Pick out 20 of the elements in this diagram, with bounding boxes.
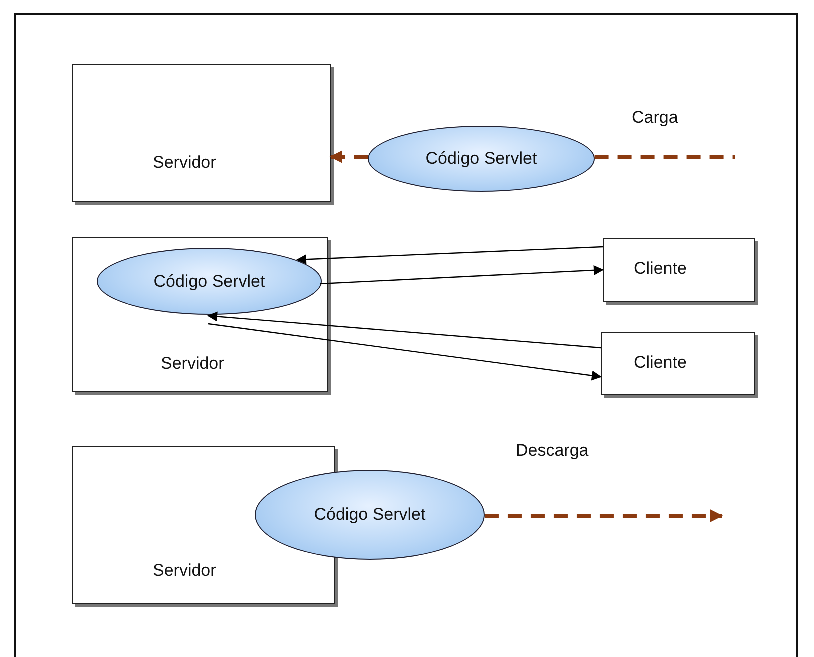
node-label: Servidor xyxy=(153,561,216,581)
arrow xyxy=(484,510,724,522)
arrow xyxy=(330,150,368,164)
process-box xyxy=(601,332,755,395)
arrow xyxy=(320,265,604,285)
process-box xyxy=(72,64,331,202)
process-box xyxy=(603,238,755,302)
node-label: Código Servlet xyxy=(426,149,538,169)
node-label: Cliente xyxy=(634,259,687,279)
arrow xyxy=(208,323,602,381)
edge-label: Descarga xyxy=(514,441,591,461)
arrow xyxy=(208,312,602,349)
process-box xyxy=(72,237,328,392)
node-label: Código Servlet xyxy=(314,505,426,525)
edge-label: Carga xyxy=(630,108,680,128)
node-label: Servidor xyxy=(153,153,216,173)
node-label: Código Servlet xyxy=(154,272,266,292)
node-label: Servidor xyxy=(161,354,224,374)
node-label: Cliente xyxy=(634,353,687,373)
arrow xyxy=(296,246,604,265)
